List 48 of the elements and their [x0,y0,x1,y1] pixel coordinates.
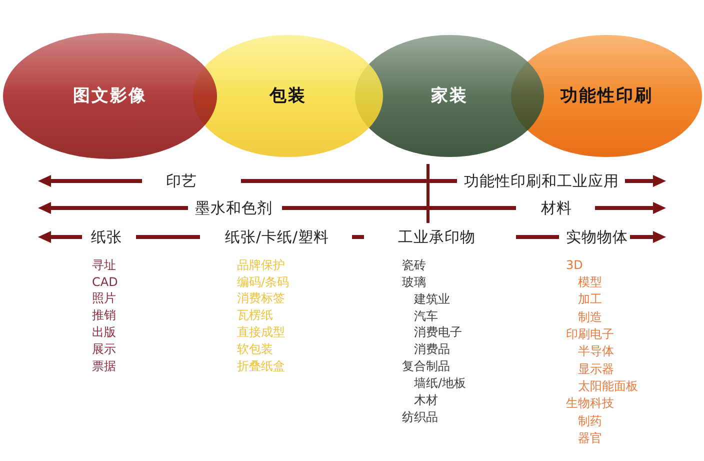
list-item: 玻璃 [402,274,426,290]
list-item: 制药 [578,414,602,428]
list-item: 3D [566,258,583,272]
list-item: 消费标签 [237,291,285,306]
list-item: 寻址 [92,258,116,272]
arrow-label: 印艺 [166,172,197,190]
list-item: 木材 [414,393,438,408]
list-item: 汽车 [414,308,438,323]
list-item: 印刷电子 [566,327,614,342]
arrow-label: 纸张 [91,228,122,246]
arrow-label: 工业承印物 [398,228,476,246]
list-item: 建筑业 [414,292,450,306]
list-item: CAD [92,274,118,289]
list-item: 瓷砖 [402,258,426,272]
list-item: 品牌保护 [237,258,285,272]
arrow-label: 材料 [541,199,572,217]
ellipse-label: 包装 [270,86,306,106]
arrow-label: 墨水和色剂 [195,199,272,217]
list-item: 模型 [578,275,602,290]
list-item: 直接成型 [237,325,285,340]
list-item: 折叠纸盒 [237,358,285,373]
list-item: 太阳能面板 [578,378,638,394]
list-item: 消费电子 [414,325,462,340]
ellipse-label: 功能性印刷 [560,86,653,106]
list-item: 加工 [578,292,602,307]
arrow-label: 实物物体 [566,228,628,246]
arrow-label: 功能性印刷和工业应用 [464,172,619,190]
ellipse-label: 图文影像 [73,86,147,106]
list-item: 器官 [578,430,602,446]
list-item: 半导体 [578,344,614,359]
list-item: 消费品 [414,342,450,357]
ellipse-label: 家装 [431,86,468,106]
list-item: 票据 [92,358,116,373]
list-item: 复合制品 [402,359,450,374]
list-item: 推销 [92,308,116,323]
arrow-label: 纸张/卡纸/塑料 [225,228,330,246]
list-item: 制造 [578,310,602,324]
list-item: 出版 [92,325,116,340]
list-item: 瓦楞纸 [237,308,273,323]
list-item: 生物科技 [566,396,614,411]
list-item: 纺织品 [402,410,438,424]
list-item: 软包装 [237,342,273,356]
category-ellipse [3,33,217,159]
list-item: 显示器 [578,362,614,376]
list-item: 编码/条码 [237,274,290,289]
list-item: 照片 [92,291,116,306]
list-item: 展示 [92,342,116,356]
list-item: 墙纸/地板 [414,376,466,390]
